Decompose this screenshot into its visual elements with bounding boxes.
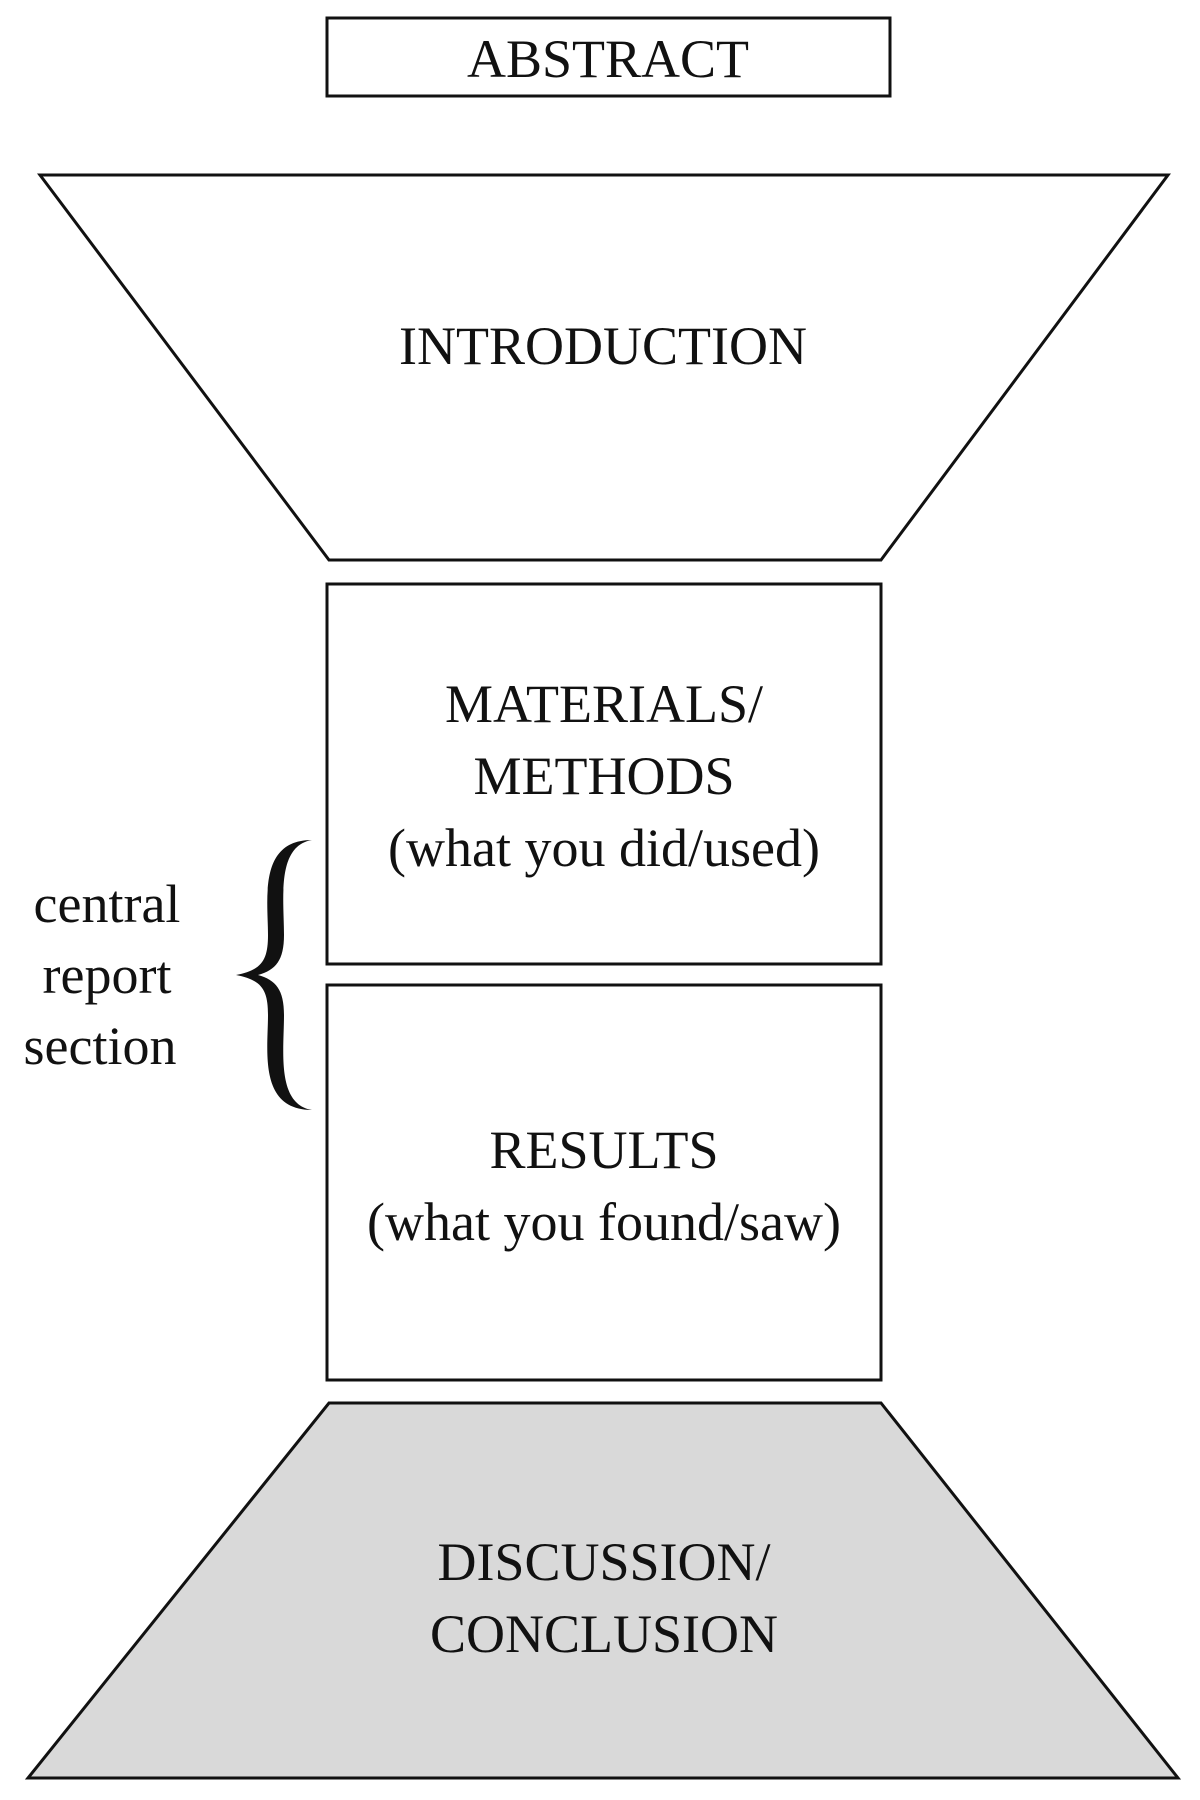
discussion-label-line2: CONCLUSION	[430, 1604, 778, 1664]
curly-brace	[236, 840, 312, 1110]
results-label: RESULTS	[489, 1120, 718, 1180]
central-note-line3: section	[24, 1016, 177, 1076]
results-box	[325, 983, 883, 1382]
results-description: (what you found/saw)	[367, 1192, 841, 1252]
abstract-label: ABSTRACT	[467, 29, 749, 89]
abstract-box	[325, 16, 892, 98]
methods-label-line1: MATERIALS/	[445, 674, 763, 734]
central-note-line1: central	[34, 874, 181, 934]
discussion-trapezoid	[24, 1401, 1182, 1780]
introduction-label: INTRODUCTION	[399, 316, 807, 376]
methods-description: (what you did/used)	[388, 818, 820, 878]
discussion-label-line1: DISCUSSION/	[437, 1532, 770, 1592]
introduction-funnel	[36, 173, 1171, 562]
methods-box	[325, 582, 883, 966]
methods-label-line2: METHODS	[473, 746, 734, 806]
central-note-line2: report	[43, 945, 172, 1005]
